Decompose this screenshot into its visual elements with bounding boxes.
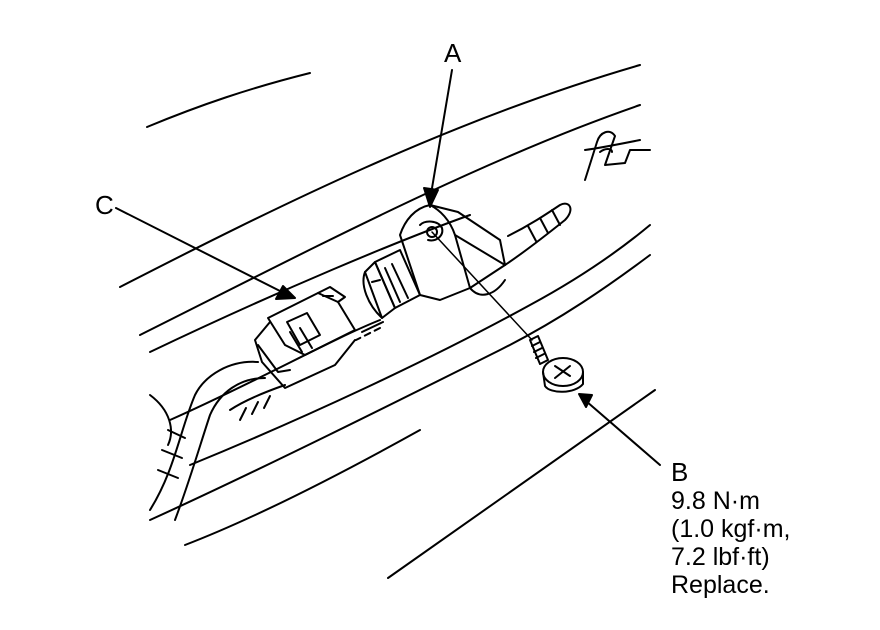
- bracket-tab: [584, 130, 651, 181]
- leader-lines: [115, 69, 661, 466]
- torque-spec: 9.8 N·m (1.0 kgf·m, 7.2 lbf·ft) Replace.: [671, 487, 790, 599]
- leader-line-c: [115, 207, 283, 293]
- torque-value-lbf: 7.2 lbf·ft): [671, 543, 770, 571]
- sensor-a: [355, 204, 506, 341]
- bolt-b: [529, 335, 584, 393]
- callout-label-a: A: [444, 38, 462, 68]
- leader-line-b: [585, 400, 661, 466]
- arrowhead-b: [578, 393, 593, 408]
- connector-c: [254, 286, 356, 389]
- replace-note: Replace.: [671, 571, 770, 599]
- torque-value-nm: 9.8 N·m: [671, 487, 760, 515]
- wire-harness: [149, 202, 572, 521]
- arrowhead-c: [275, 285, 296, 300]
- bolt-alignment-line: [431, 231, 533, 341]
- arrowhead-a: [423, 187, 439, 208]
- torque-value-kgf: (1.0 kgf·m,: [671, 515, 791, 543]
- callout-label-b: B: [671, 457, 689, 487]
- leader-line-a: [430, 69, 453, 195]
- body-panel-lines: [119, 64, 656, 579]
- callout-label-c: C: [95, 190, 114, 220]
